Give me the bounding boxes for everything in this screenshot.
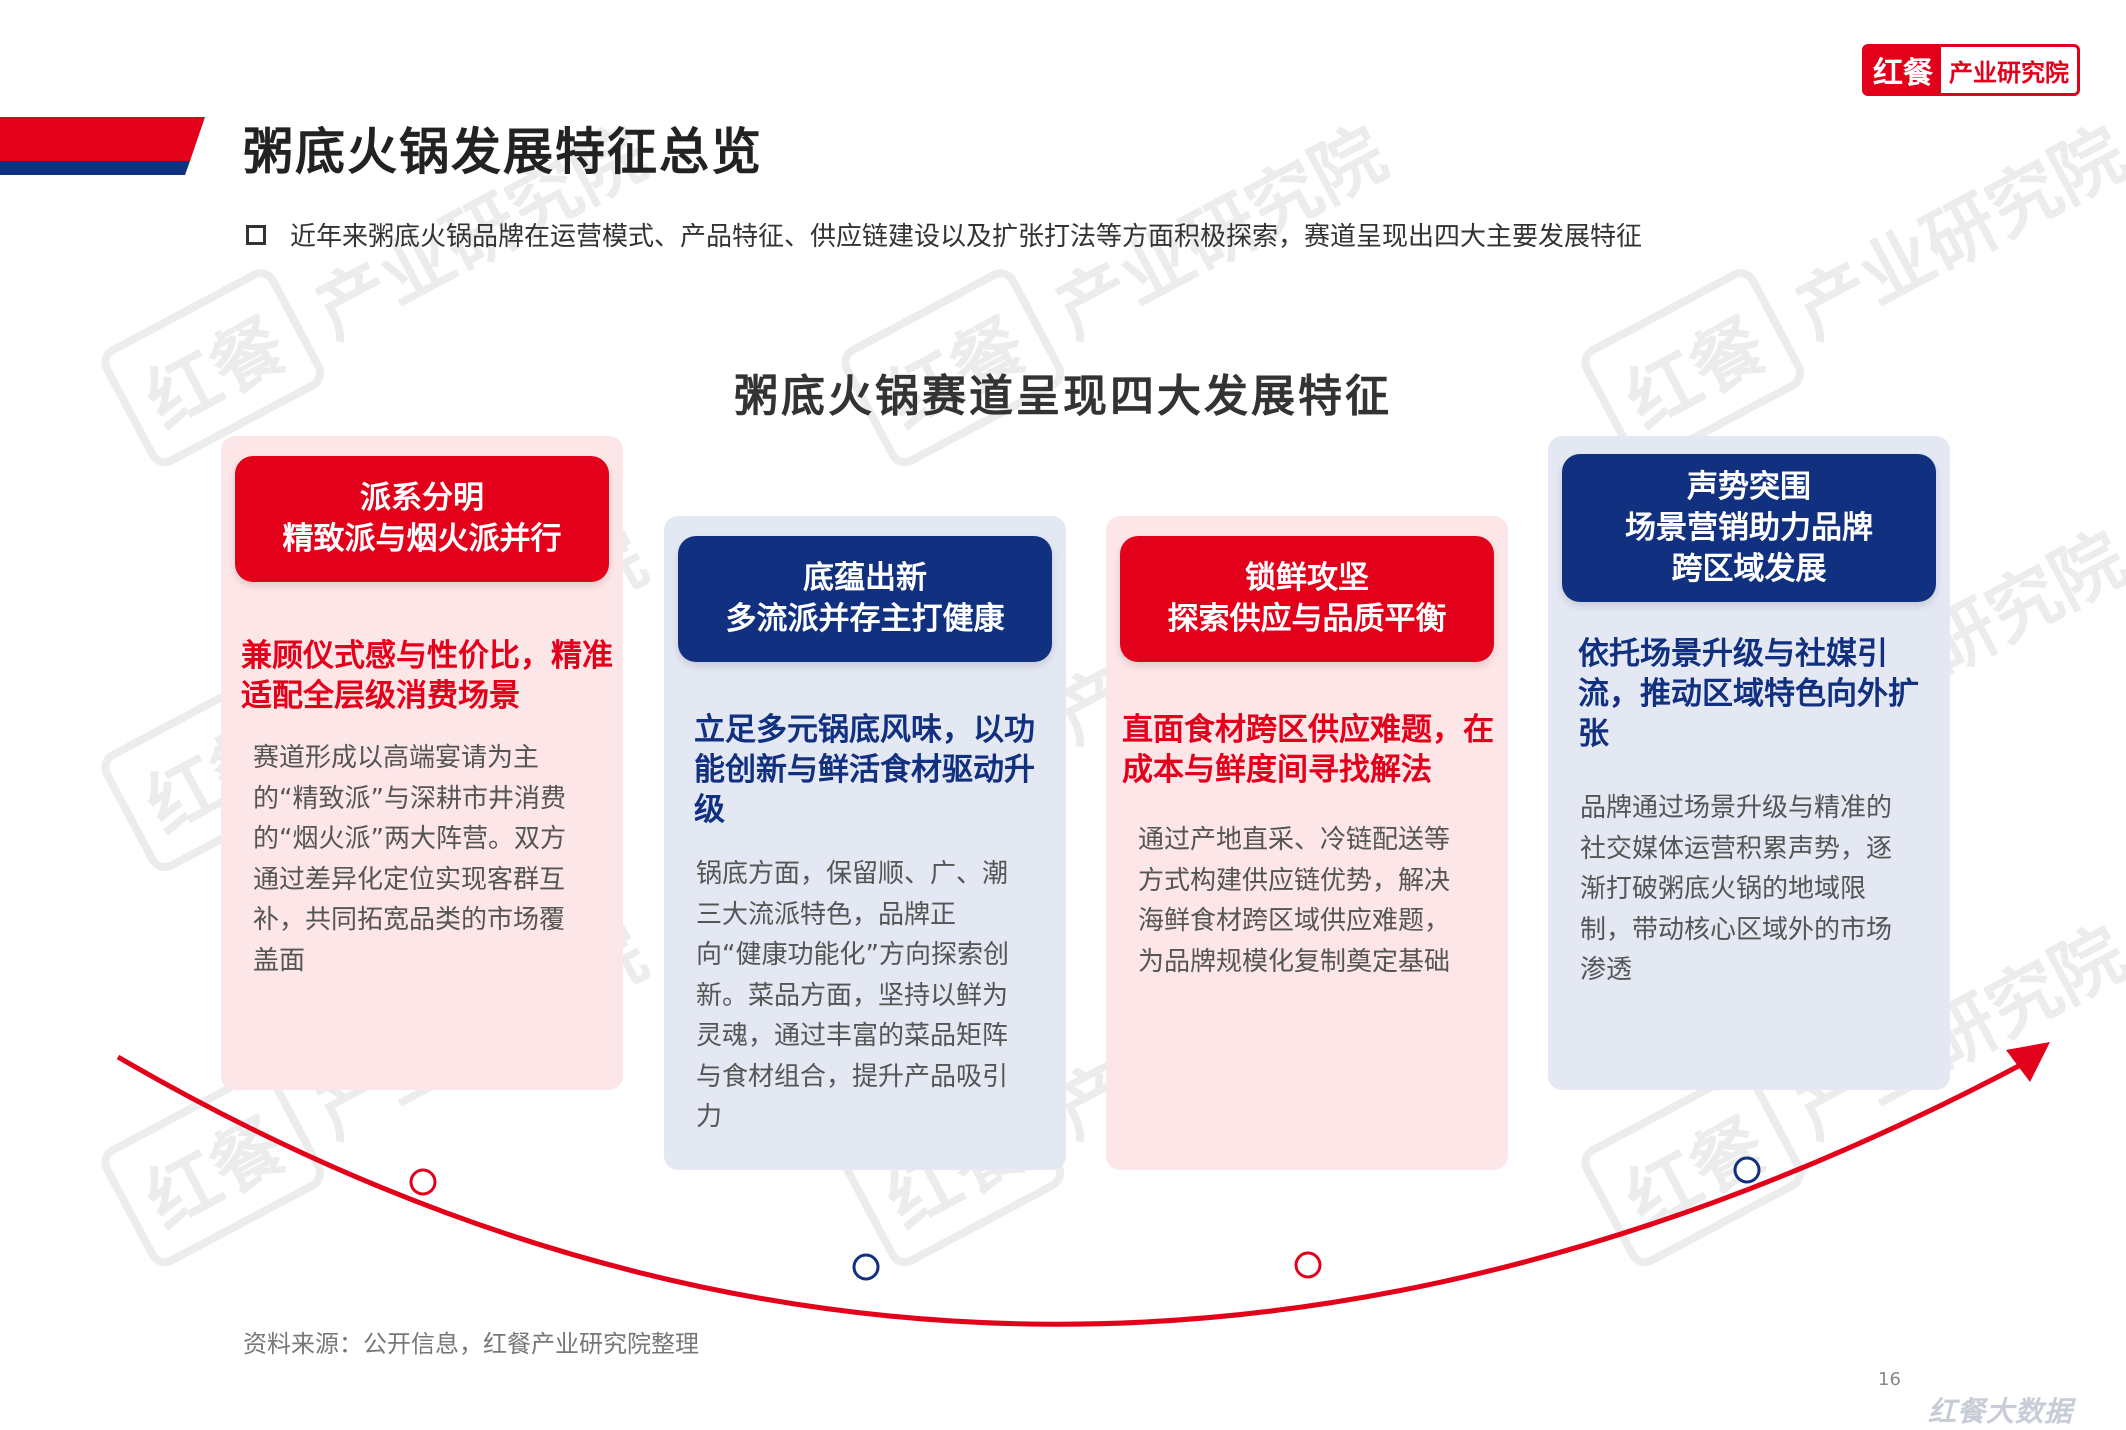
feature-card-1: 派系分明 精致派与烟火派并行 兼顾仪式感与性价比，精准适配全层级消费场景 赛道形… — [221, 436, 623, 1090]
card-subheading: 直面食材跨区供应难题，在成本与鲜度间寻找解法 — [1122, 712, 1494, 788]
card-header-line: 多流派并存主打健康 — [725, 601, 1005, 637]
feature-card-4: 声势突围 场景营销助力品牌 跨区域发展 依托场景升级与社媒引流，推动区域特色向外… — [1548, 436, 1950, 1090]
page-number: 16 — [1878, 1369, 1901, 1390]
card-header-line: 精致派与烟火派并行 — [282, 521, 562, 557]
timeline-node — [1294, 1251, 1322, 1279]
card-header-line: 锁鲜攻坚 — [1245, 560, 1369, 596]
card-body: 锅底方面，保留顺、广、潮三大流派特色，品牌正向“健康功能化”方向探索创新。菜品方… — [696, 859, 1009, 1132]
card-body: 通过产地直采、冷链配送等方式构建供应链优势，解决海鲜食材跨区域供应难题，为品牌规… — [1138, 825, 1451, 977]
feature-card-2: 底蕴出新 多流派并存主打健康 立足多元锅底风味，以功能创新与鲜活食材驱动升级 锅… — [664, 516, 1066, 1170]
timeline-node — [852, 1253, 880, 1281]
section-subtitle: 粥底火锅赛道呈现四大发展特征 — [734, 371, 1392, 422]
source-note: 资料来源：公开信息，红餐产业研究院整理 — [243, 1330, 699, 1358]
card-header: 声势突围 场景营销助力品牌 跨区域发展 — [1562, 454, 1936, 602]
intro-text: 近年来粥底火锅品牌在运营模式、产品特征、供应链建设以及扩张打法等方面积极探索，赛… — [290, 222, 1643, 252]
card-header-line: 探索供应与品质平衡 — [1167, 601, 1447, 637]
page-title: 粥底火锅发展特征总览 — [243, 123, 763, 181]
timeline-node — [1733, 1156, 1761, 1184]
timeline-path — [116, 1054, 2032, 1327]
card-header: 派系分明 精致派与烟火派并行 — [235, 456, 609, 582]
card-body: 品牌通过场景升级与精准的社交媒体运营积累声势，逐渐打破粥底火锅的地域限制，带动核… — [1580, 793, 1893, 985]
card-body: 赛道形成以高端宴请为主的“精致派”与深耕市井消费的“烟火派”两大阵营。双方通过差… — [253, 743, 566, 976]
card-subheading: 立足多元锅底风味，以功能创新与鲜活食材驱动升级 — [694, 712, 1035, 828]
card-subheading: 兼顾仪式感与性价比，精准适配全层级消费场景 — [241, 638, 613, 714]
card-header: 底蕴出新 多流派并存主打健康 — [678, 536, 1052, 662]
card-header-line: 场景营销助力品牌 — [1625, 509, 1873, 546]
feature-card-3: 锁鲜攻坚 探索供应与品质平衡 直面食材跨区供应难题，在成本与鲜度间寻找解法 通过… — [1106, 516, 1508, 1170]
arrow-head-icon — [2006, 1042, 2050, 1082]
brand-logo: 红餐 产业研究院 — [1862, 44, 2080, 96]
card-header-line: 派系分明 — [360, 480, 484, 516]
card-subheading: 依托场景升级与社媒引流，推动区域特色向外扩张 — [1578, 636, 1919, 752]
card-header-line: 跨区域发展 — [1671, 550, 1827, 587]
logo-text: 产业研究院 — [1949, 58, 2069, 87]
footer-brand: 红餐大数据 — [1928, 1395, 2074, 1428]
square-bullet-icon — [246, 225, 266, 245]
timeline-node — [409, 1168, 437, 1196]
card-header-line: 声势突围 — [1687, 468, 1811, 505]
card-header: 锁鲜攻坚 探索供应与品质平衡 — [1120, 536, 1494, 662]
card-header-line: 底蕴出新 — [803, 560, 927, 596]
title-accent-bar — [0, 117, 205, 175]
logo-mark: 红餐 — [1865, 47, 1941, 93]
